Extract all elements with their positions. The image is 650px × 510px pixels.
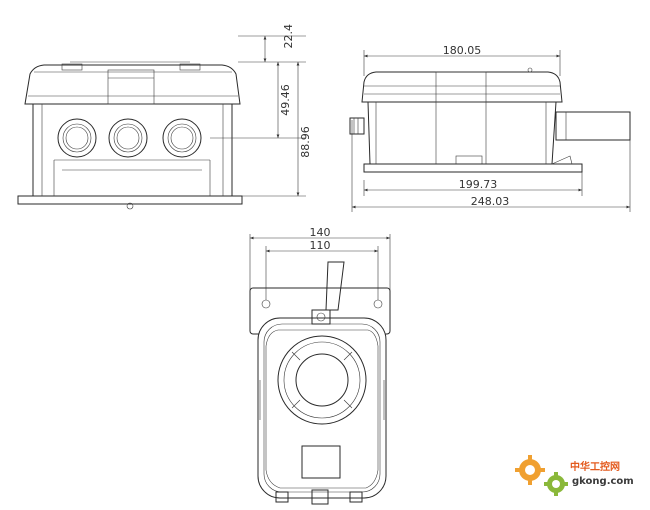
mount-hole-left — [261, 299, 271, 309]
gear-icon-large — [515, 455, 545, 485]
front-lid — [24, 64, 241, 105]
top-bottom-connector-3 — [349, 491, 363, 503]
dim-top-inner-width: 110 — [310, 239, 331, 252]
cable-gland-middle — [108, 118, 148, 158]
side-body — [367, 101, 557, 165]
front-view: 22.4 49.46 88.96 — [17, 24, 312, 210]
mount-hole-right — [373, 299, 383, 309]
side-base-plate — [363, 163, 583, 173]
dim-top-outer-width: 140 — [310, 226, 331, 239]
dim-side-total-length: 248.03 — [471, 195, 510, 208]
cable-gland-right — [162, 118, 202, 158]
side-view: 180.05 199.73 248.03 — [349, 44, 631, 212]
watermark: 中华工控网 gkong.com — [515, 455, 634, 496]
cable-gland-left — [57, 118, 97, 158]
side-antenna-tube — [555, 111, 631, 141]
top-bottom-connector-2 — [311, 489, 329, 505]
top-label-window — [301, 445, 341, 479]
top-connector — [311, 309, 331, 325]
watermark-text-en: gkong.com — [572, 476, 634, 487]
top-view: 140 110 — [249, 226, 391, 505]
dim-side-base-length: 199.73 — [459, 178, 498, 191]
dim-front-middle: 49.46 — [279, 84, 292, 116]
side-lid — [361, 71, 563, 103]
top-housing — [257, 317, 387, 499]
dim-side-top-length: 180.05 — [443, 44, 482, 57]
top-antenna — [325, 261, 345, 311]
top-bottom-connector-1 — [275, 491, 289, 503]
dim-front-height: 88.96 — [299, 126, 312, 158]
watermark-text-cn: 中华工控网 — [570, 460, 620, 473]
front-body — [32, 104, 233, 197]
top-speaker — [277, 335, 367, 425]
side-left-fitting — [349, 117, 365, 135]
gear-icon-small — [544, 472, 568, 496]
dim-front-top: 22.4 — [282, 24, 295, 49]
